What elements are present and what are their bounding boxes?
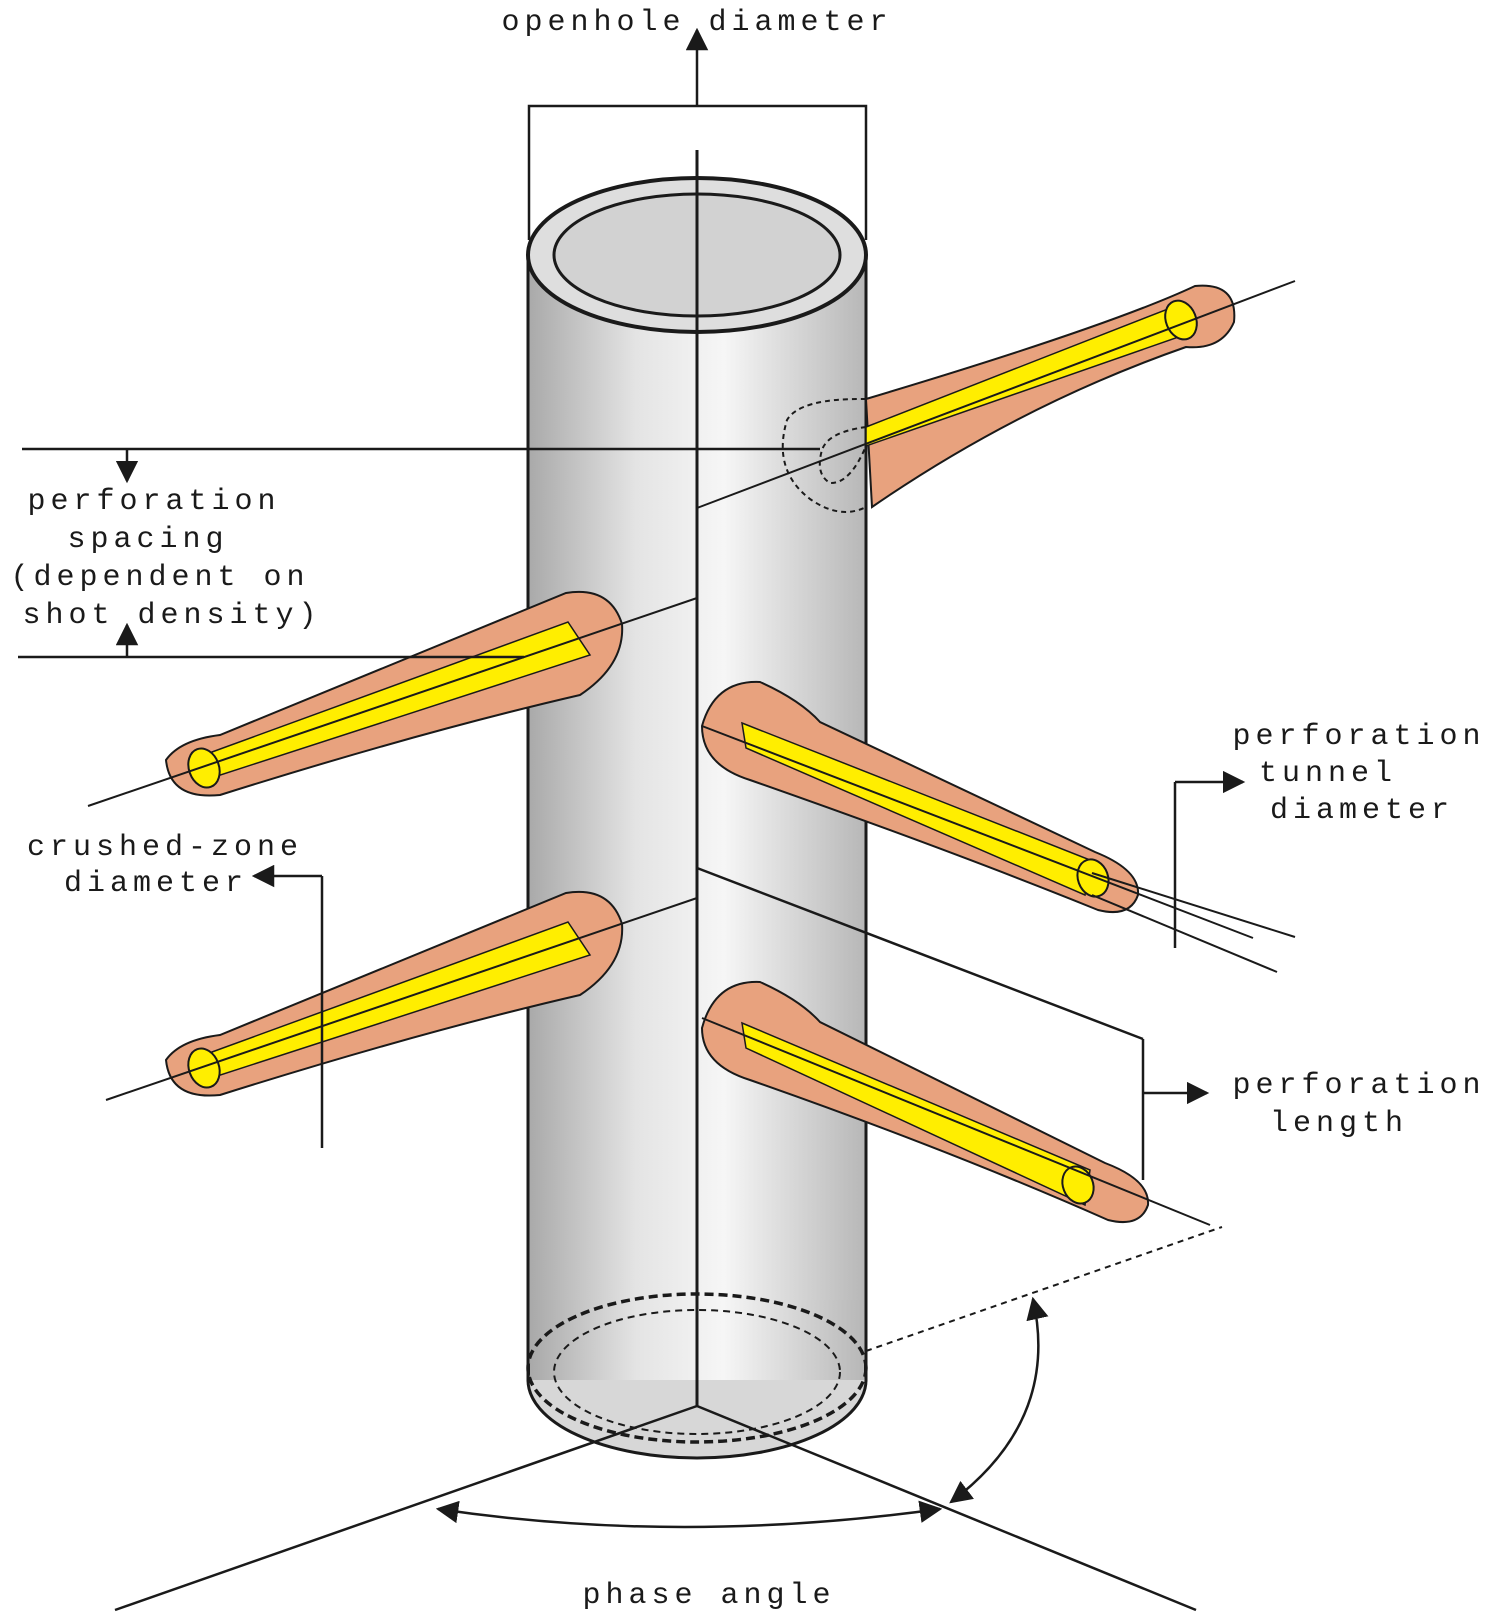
- phase-angle-label: phase angle: [582, 1579, 835, 1613]
- perforation-tunnel-2: [87, 591, 698, 807]
- phase-angle-construction: [114, 1226, 1223, 1612]
- spacing-line-3: (dependent on: [10, 561, 309, 595]
- openhole-diameter-bracket: [527, 27, 868, 240]
- tunnel-diameter-line-3: diameter: [1270, 794, 1454, 828]
- tunnel-diameter-line-1: perforation: [1232, 720, 1485, 754]
- spacing-line-1: perforation: [27, 485, 280, 519]
- spacing-line-2: spacing: [67, 523, 228, 557]
- perforation-spacing-label: perforation spacing (dependent on shot d…: [10, 485, 321, 633]
- perforation-tunnel-4: [105, 891, 698, 1101]
- perforation-length-bracket: [696, 866, 1210, 1180]
- crushed-zone-label: crushed-zone diameter: [27, 831, 303, 901]
- tunnel-diameter-leader: [1173, 770, 1246, 948]
- casing-cylinder: [526, 150, 868, 1460]
- crushed-zone-line-1: crushed-zone: [27, 831, 303, 865]
- crushed-zone-diameter-leader: [251, 864, 324, 1148]
- tunnel-diameter-line-2: tunnel: [1259, 757, 1397, 791]
- perforation-tunnel-5: [700, 980, 1211, 1226]
- spacing-line-4: shot density): [22, 599, 321, 633]
- perforation-length-line-1: perforation: [1232, 1069, 1485, 1103]
- perforation-length-label: perforation length: [1232, 1069, 1485, 1141]
- crushed-zone-line-2: diameter: [64, 867, 248, 901]
- perforation-tunnel-3: [700, 680, 1296, 973]
- perforation-tunnel-1: [696, 280, 1296, 513]
- perforation-length-line-2: length: [1270, 1107, 1408, 1141]
- perforation-spacing-dimension: [18, 447, 820, 659]
- openhole-diameter-label: openhole diameter: [501, 6, 892, 40]
- tunnel-diameter-label: perforation tunnel diameter: [1232, 720, 1485, 828]
